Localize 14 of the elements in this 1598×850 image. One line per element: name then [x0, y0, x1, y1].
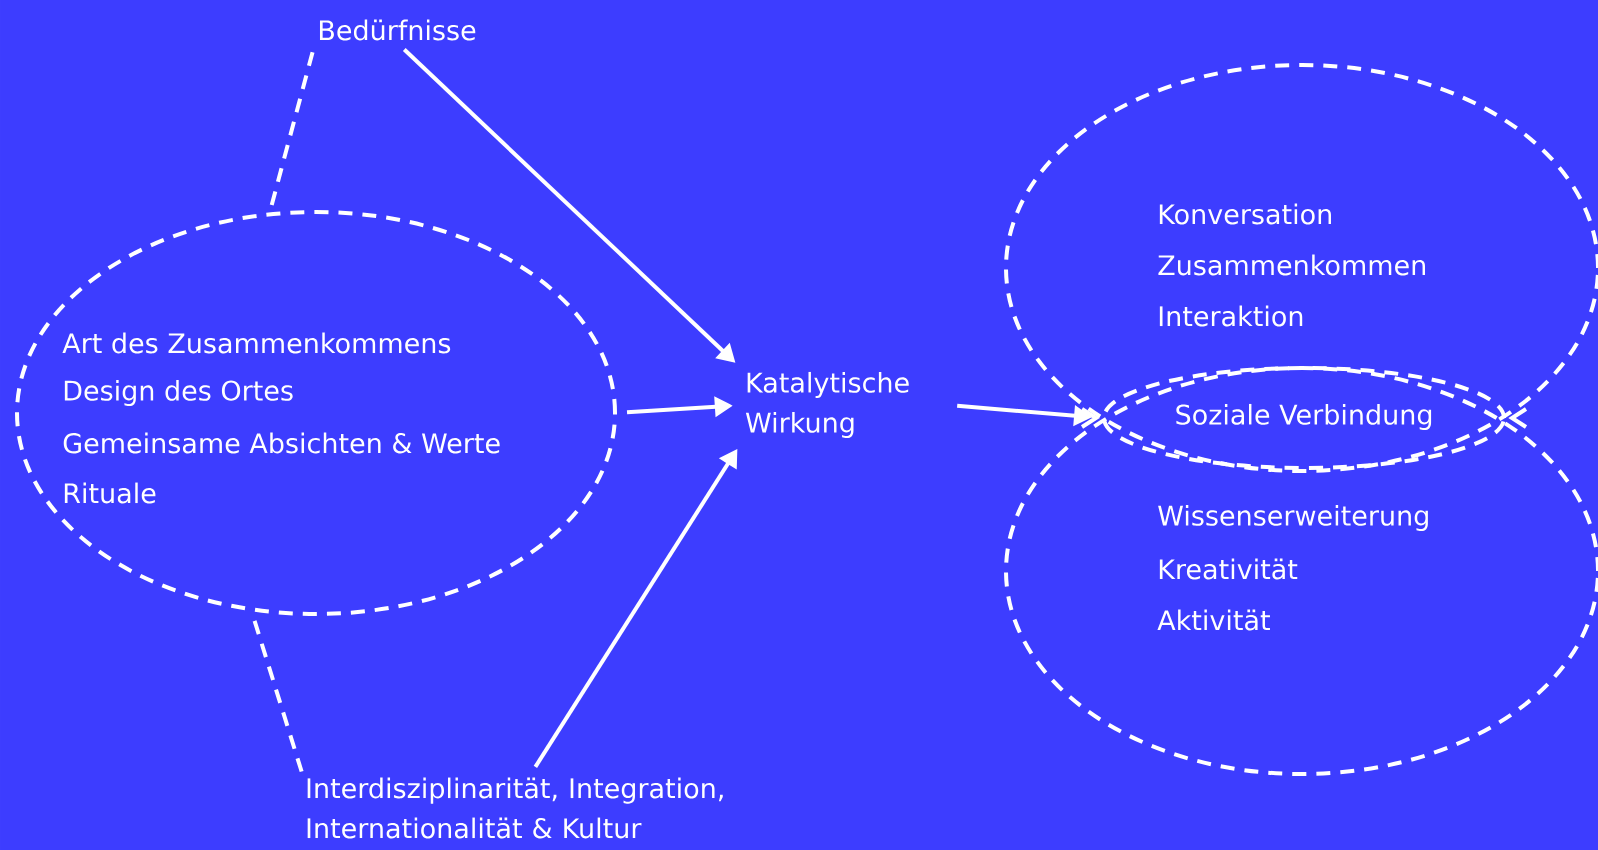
list-item: Kreativität — [1159, 558, 1298, 580]
list-item: Aktivität — [1157, 609, 1270, 631]
label-text: Bedürfnisse — [320, 19, 476, 41]
list-item: Gemeinsame Absichten & Werte — [63, 432, 500, 454]
list-item: Design des Ortes — [64, 379, 293, 407]
list-item: Zusammenkommen — [1158, 254, 1425, 276]
list-item: Wissenserweiterung — [1158, 504, 1428, 532]
list-item: Rituale — [64, 482, 156, 504]
dashed-connector — [252, 620, 304, 773]
list-item: Konversation — [1159, 203, 1331, 225]
label-text: Interdisziplinarität, Integration, Internationalität & Kultur — [307, 777, 723, 839]
label-text: Katalytische Wirkung — [745, 371, 909, 439]
list-item: Art des Zusammenkommens — [62, 332, 451, 354]
list-item: Interaktion — [1159, 305, 1303, 327]
